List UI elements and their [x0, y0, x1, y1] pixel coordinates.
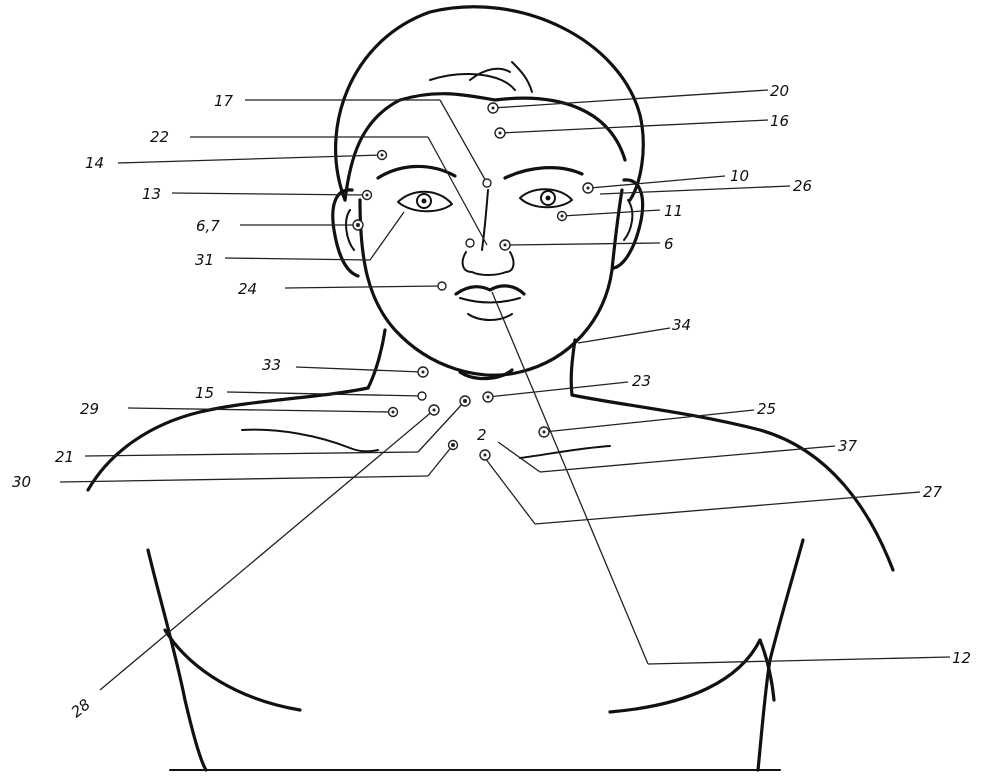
label-31: 31 [195, 251, 214, 269]
label-15: 15 [195, 384, 214, 402]
point-15 [418, 392, 426, 400]
label-22: 22 [150, 128, 169, 146]
label-11: 11 [664, 202, 683, 220]
label-13: 13 [142, 185, 161, 203]
point-24 [438, 282, 446, 290]
label-28: 28 [68, 695, 94, 721]
point-nose-left [466, 239, 474, 247]
label-10: 10 [730, 167, 749, 185]
label-27: 27 [923, 483, 943, 501]
label-17: 17 [214, 92, 234, 110]
label-26: 26 [793, 177, 812, 195]
label-29: 29 [80, 400, 99, 418]
label-25: 25 [757, 400, 776, 418]
leader-lines [60, 90, 950, 690]
label-30: 30 [12, 473, 31, 491]
label-21: 21 [55, 448, 74, 466]
label-23: 23 [632, 372, 651, 390]
acupoints [353, 103, 593, 460]
label-20: 20 [770, 82, 789, 100]
label-14: 14 [85, 154, 104, 172]
label-33: 33 [262, 356, 281, 374]
label-16: 16 [770, 112, 789, 130]
label-37: 37 [838, 437, 858, 455]
label-6: 6 [664, 235, 674, 253]
label-34: 34 [672, 316, 691, 334]
label-12: 12 [952, 649, 971, 667]
label-6-7: 6,7 [196, 217, 220, 235]
label-2: 2 [477, 426, 487, 444]
label-24: 24 [238, 280, 257, 298]
point-labels: 20 16 17 22 14 10 26 13 11 6,7 31 6 24 3… [12, 82, 971, 721]
point-17 [483, 179, 491, 187]
